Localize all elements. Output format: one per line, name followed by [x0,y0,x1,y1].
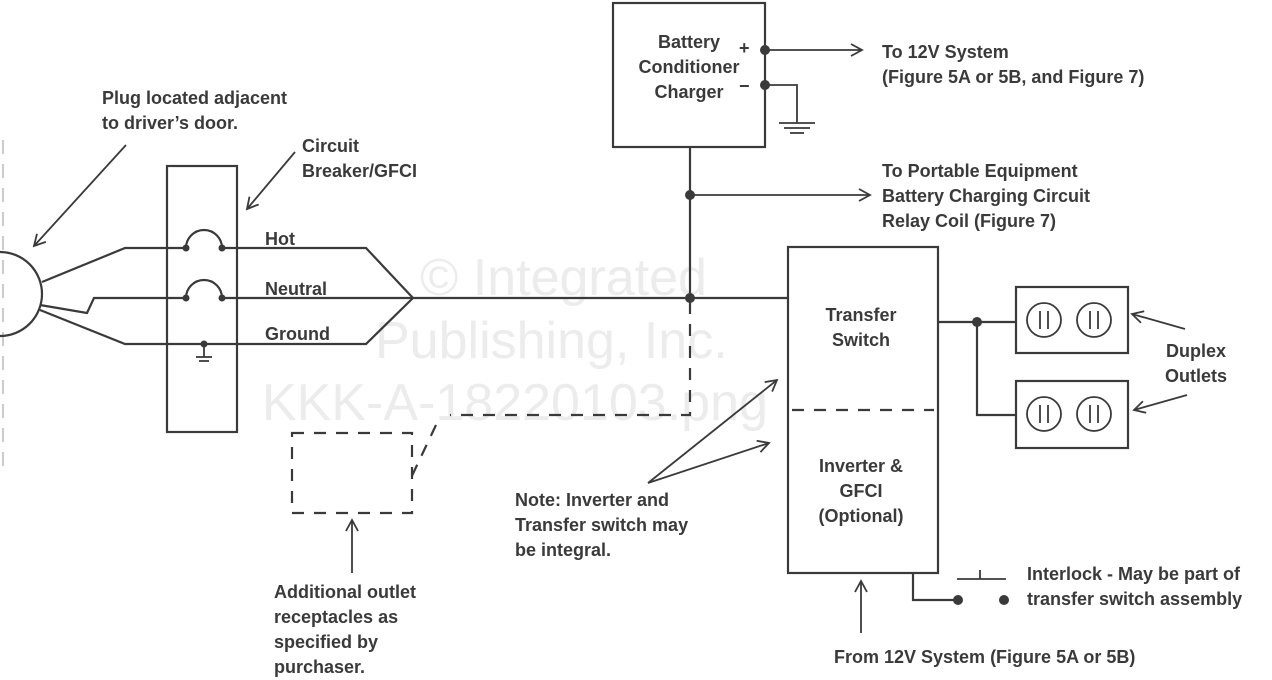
charger-label: Battery Conditioner Charger [639,32,740,102]
note-arrow-2 [647,439,771,484]
svg-text:Note: Inverter and: Note: Inverter and [515,490,669,510]
breaker-label: Circuit Breaker/GFCI [302,136,417,181]
ground-wire-out [236,297,414,346]
to-12v-label: To 12V System (Figure 5A or 5B, and Figu… [882,42,1144,87]
optional-wire [450,302,692,417]
additional-outlet-box [290,431,414,515]
svg-text:Battery Charging Circuit: Battery Charging Circuit [882,186,1090,206]
inverter-label: Inverter & GFCI (Optional) [819,456,904,526]
hot-wire-out [222,246,414,299]
svg-text:Transfer switch may: Transfer switch may [515,515,688,535]
neutral-label: Neutral [265,279,327,299]
ground-symbol-icon [196,340,212,362]
outlet-wire-2 [975,322,1016,417]
transfer-switch-label: Transfer Switch [825,305,896,350]
svg-text:Conditioner: Conditioner [639,57,740,77]
svg-text:Outlets: Outlets [1165,366,1227,386]
additional-outlet-label: Additional outlet receptacles as specifi… [274,582,416,677]
duplex-outlet-2 [1014,379,1130,450]
neutral-wire-in [39,296,186,315]
charger-ground-icon [765,84,815,134]
transfer-switch-box [786,245,940,575]
note-label: Note: Inverter and Transfer switch may b… [515,490,688,560]
ground-wire-in [39,308,236,346]
svg-text:GFCI: GFCI [840,481,883,501]
svg-text:Breaker/GFCI: Breaker/GFCI [302,161,417,181]
watermark: © Integrated Publishing, Inc. KKK-A-1822… [262,249,768,432]
svg-text:(Figure 5A or 5B, and Figure 7: (Figure 5A or 5B, and Figure 7) [882,67,1144,87]
interlock-switch-icon [957,570,1006,580]
breaker-arrow [245,151,296,211]
plug-icon [0,250,44,338]
duplex-arrow-2 [1132,394,1188,414]
duplex-arrow-1 [1130,310,1186,330]
breaker-neutral-icon [184,278,224,299]
svg-text:Inverter &: Inverter & [819,456,903,476]
plug-label: Plug located adjacent to driver’s door. [102,88,287,133]
note-arrow-1 [647,378,779,484]
svg-text:To 12V System: To 12V System [882,42,1009,62]
plus-sign: + [739,38,750,58]
svg-text:Relay Coil (Figure 7): Relay Coil (Figure 7) [882,211,1056,231]
interlock-label: Interlock - May be part of transfer swit… [1027,564,1242,609]
svg-text:Additional outlet: Additional outlet [274,582,416,602]
svg-text:Duplex: Duplex [1166,341,1226,361]
svg-text:specified by: specified by [274,632,378,652]
interlock-wire [911,573,958,602]
svg-text:Switch: Switch [832,330,890,350]
breaker-hot-icon [184,228,224,249]
watermark-line-3: KKK-A-18220103.png [262,374,768,432]
svg-text:purchaser.: purchaser. [274,657,365,677]
from-12v-label: From 12V System (Figure 5A or 5B) [834,647,1135,667]
optional-wire-diag [409,424,437,481]
svg-text:(Optional): (Optional) [819,506,904,526]
duplex-label: Duplex Outlets [1165,341,1227,386]
svg-text:Circuit: Circuit [302,136,359,156]
minus-sign: − [739,76,750,96]
portable-label: To Portable Equipment Battery Charging C… [882,161,1090,231]
svg-text:To Portable Equipment: To Portable Equipment [882,161,1078,181]
svg-text:to driver’s door.: to driver’s door. [102,113,238,133]
svg-text:Interlock - May be part of: Interlock - May be part of [1027,564,1241,584]
plug-arrow [32,144,127,248]
svg-text:transfer switch assembly: transfer switch assembly [1027,589,1242,609]
hot-wire-in [41,246,186,284]
svg-text:receptacles as: receptacles as [274,607,398,627]
svg-text:be integral.: be integral. [515,540,611,560]
svg-text:Plug located adjacent: Plug located adjacent [102,88,287,108]
svg-text:Battery: Battery [658,32,720,52]
watermark-line-2: Publishing, Inc. [375,312,728,370]
svg-text:Charger: Charger [654,82,723,102]
svg-text:Transfer: Transfer [825,305,896,325]
hot-label: Hot [265,229,295,249]
ground-label: Ground [265,324,330,344]
duplex-outlet-1 [1014,285,1130,355]
